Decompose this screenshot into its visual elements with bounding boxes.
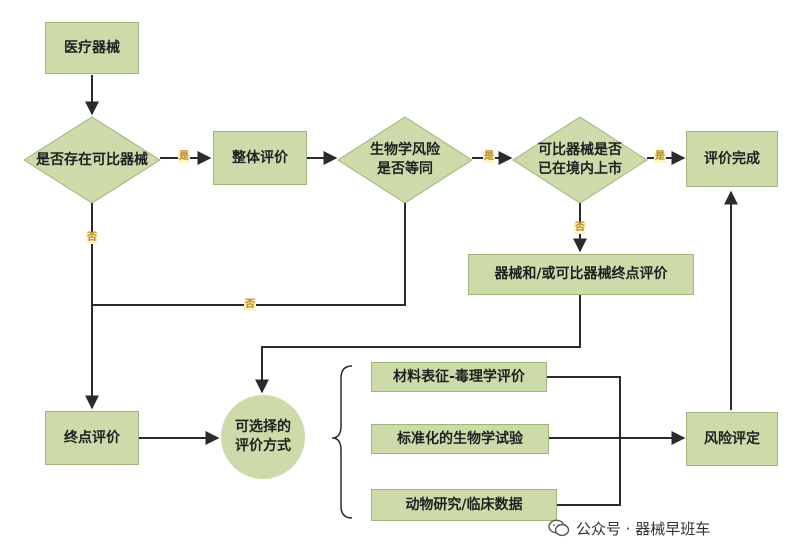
node-eval-done: 评价完成 bbox=[686, 131, 778, 187]
label-has-comparable: 是否存在可比器械 bbox=[36, 151, 148, 168]
tag-no-decision: 否 bbox=[86, 232, 98, 244]
tag-yes-decision: 是 bbox=[178, 151, 190, 163]
tag-yes-biorisk: 是 bbox=[483, 151, 495, 163]
edge-biorisk-no bbox=[92, 203, 406, 306]
node-overall-eval: 整体评价 bbox=[213, 131, 307, 185]
node-endpoint-device-eval: 器械和/或可比器械终点评价 bbox=[468, 254, 694, 295]
node-standard-bio: 标准化的生物学试验 bbox=[371, 424, 549, 454]
node-material-tox: 材料表征-毒理学评价 bbox=[371, 362, 547, 392]
tag-yes-marketed: 是 bbox=[654, 151, 666, 163]
wechat-icon bbox=[548, 519, 570, 537]
edge-endpoint-device-to-optional bbox=[255, 295, 581, 394]
node-animal-clinical: 动物研究/临床数据 bbox=[371, 489, 557, 521]
tag-no-biorisk: 否 bbox=[244, 299, 256, 311]
label-bio-risk: 生物学风险 是否等同 bbox=[370, 142, 440, 177]
method-brace bbox=[331, 365, 353, 519]
label-comparable-marketed: 可比器械是否 已在境内上市 bbox=[538, 142, 622, 177]
node-optional-methods: 可选择的 评价方式 bbox=[221, 395, 305, 479]
footer-text: 公众号 · 器械早班车 bbox=[576, 519, 711, 538]
node-risk-assessment: 风险评定 bbox=[686, 412, 778, 466]
wechat-footer: 公众号 · 器械早班车 bbox=[548, 516, 710, 540]
edge-animal-join bbox=[557, 438, 621, 506]
tag-no-marketed: 否 bbox=[574, 222, 586, 234]
node-medical-device: 医疗器械 bbox=[45, 22, 139, 74]
edge-material-join bbox=[547, 376, 621, 438]
node-endpoint-eval: 终点评价 bbox=[45, 411, 139, 465]
